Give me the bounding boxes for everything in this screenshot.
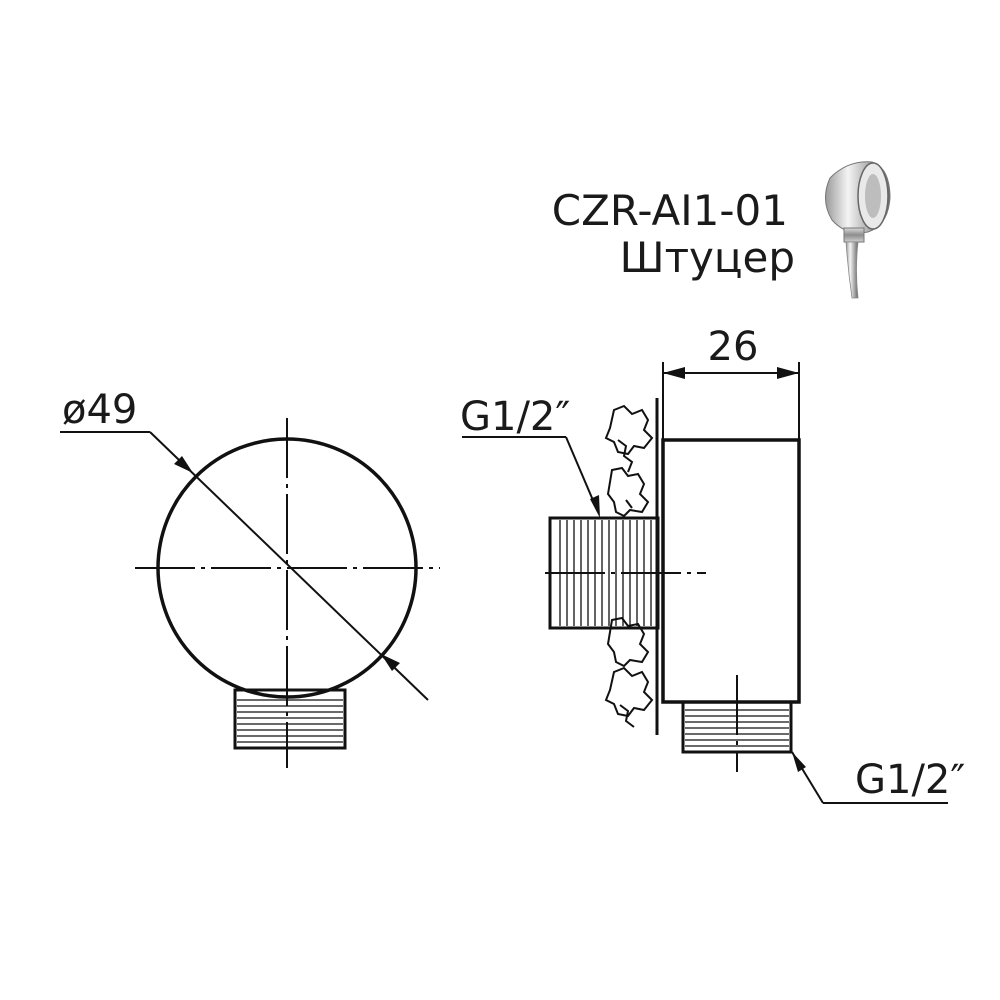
length-label: 26 xyxy=(708,324,759,370)
outlet-thread-leader xyxy=(791,751,948,804)
wall-symbol xyxy=(604,398,659,735)
side-view: 26 G1/2″ G1/2″ xyxy=(460,324,965,804)
side-centerlines xyxy=(545,572,738,772)
inlet-thread-label: G1/2″ xyxy=(460,394,570,440)
product-code: CZR-AI1-01 xyxy=(552,186,788,235)
product-name: Штуцер xyxy=(620,233,795,282)
length-dimension xyxy=(662,362,800,440)
outlet-thread-label: G1/2″ xyxy=(855,757,965,803)
side-body xyxy=(661,438,801,704)
front-view: ø49 xyxy=(60,387,440,768)
diameter-label: ø49 xyxy=(62,387,137,433)
front-centerlines xyxy=(135,418,440,768)
diameter-dimension xyxy=(60,431,429,701)
product-photo xyxy=(825,161,891,299)
inlet-thread-leader xyxy=(462,436,600,518)
front-bottom-thread xyxy=(233,688,347,750)
